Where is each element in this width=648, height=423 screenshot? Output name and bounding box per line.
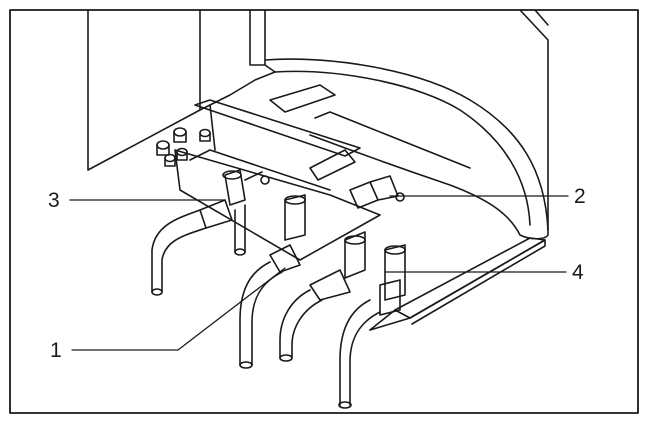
valve-4-assembly <box>279 231 406 409</box>
boiler-front-cover <box>264 9 549 240</box>
callout-label-4: 4 <box>572 261 584 284</box>
valve-1-assembly <box>239 194 306 369</box>
diagram-border <box>9 9 639 414</box>
callout-label-1: 1 <box>50 339 62 362</box>
callout-label-3: 3 <box>48 189 60 212</box>
fittings-cluster <box>156 127 211 167</box>
callout-leaders <box>69 195 569 351</box>
underside-plate <box>174 99 381 261</box>
pipe-left <box>234 204 246 256</box>
leader-line-1 <box>71 267 286 351</box>
valve-2-assembly <box>309 149 405 209</box>
boiler-casing <box>87 9 276 171</box>
valve-3-assembly <box>151 169 270 296</box>
callout-label-2: 2 <box>574 185 586 208</box>
bottom-shelf <box>369 237 546 331</box>
